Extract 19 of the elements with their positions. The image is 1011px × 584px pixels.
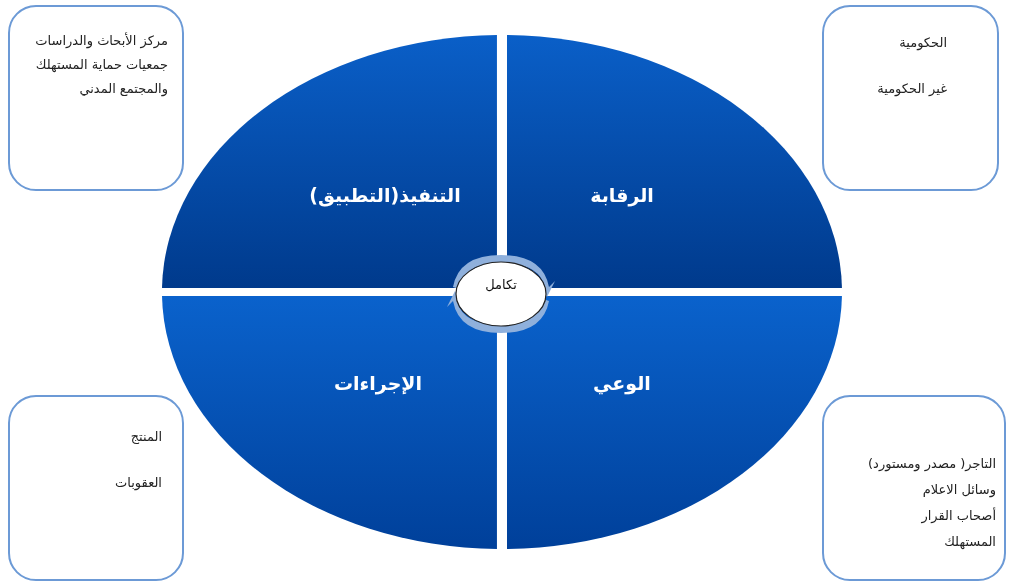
quadrant-label: الوعي xyxy=(593,372,651,394)
quadrant-label: التنفيذ(التطبيق) xyxy=(309,184,461,206)
rounded-box xyxy=(8,395,184,581)
rounded-box xyxy=(822,395,1006,581)
box-text: مركز الأبحاث والدراسات xyxy=(34,31,168,51)
box-text: أصحاب القرار xyxy=(920,506,996,526)
box-text: الحكومية xyxy=(898,34,947,53)
rounded-box xyxy=(8,5,184,191)
quadrant-label: الإجراءات xyxy=(334,372,422,394)
box-text: جمعيات حماية المستهلك والمجتمع المدني xyxy=(34,56,168,99)
rounded-box xyxy=(822,5,999,191)
box-text: المستهلك xyxy=(943,533,996,551)
box-text: العقوبات xyxy=(114,474,162,493)
box-text: التاجر( مصدر ومستورد) xyxy=(867,455,996,474)
center-label: تكامل xyxy=(485,276,517,292)
box-text: وسائل الاعلام xyxy=(921,481,996,500)
box-text: غير الحكومية xyxy=(876,80,947,99)
quadrant-label: الرقابة xyxy=(590,184,654,206)
box-text: المنتج xyxy=(129,428,162,446)
